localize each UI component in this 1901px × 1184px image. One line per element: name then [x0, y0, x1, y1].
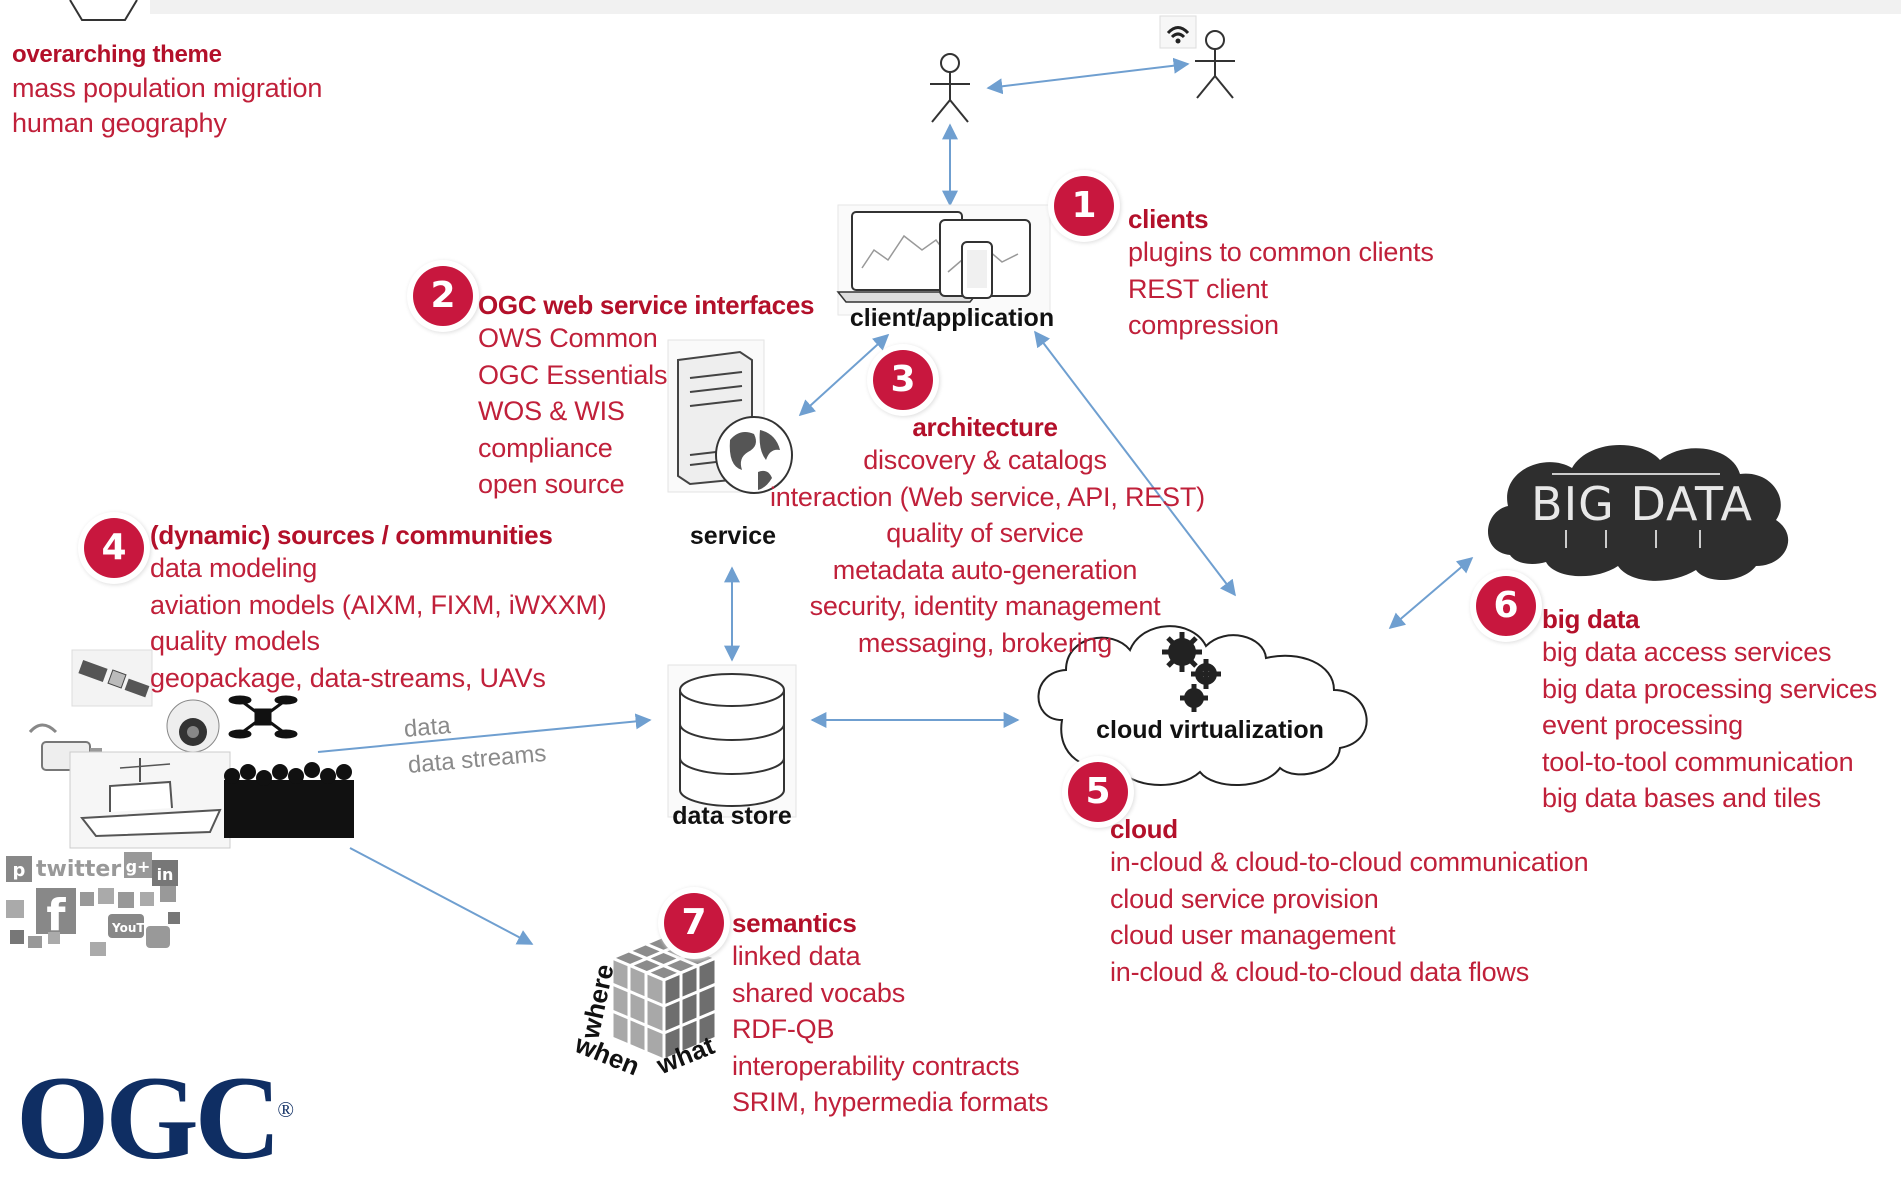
architecture-block: architecture discovery & catalogs intera… — [770, 412, 1205, 661]
arrow-client-cloud — [1034, 330, 1236, 597]
architecture-line: security, identity management — [809, 591, 1161, 621]
ogc-web-services-line: open source — [478, 469, 625, 499]
arrow-client-service — [798, 333, 890, 417]
service-label: service — [689, 522, 777, 550]
crowd-icon — [224, 762, 354, 838]
theme-title: overarching theme — [12, 41, 222, 68]
cloud-line: cloud service provision — [1110, 883, 1379, 914]
hexagon-icon — [69, 0, 138, 21]
cloud-gears-icon — [1037, 625, 1368, 787]
sources-line: data modeling — [150, 553, 318, 583]
ogc-web-services-block: OGC web service interfaces OWS Common OG… — [478, 290, 814, 503]
architecture-line: interaction (Web service, API, REST) — [770, 481, 1205, 512]
twitter-icon: twitter — [36, 857, 121, 882]
cloud-virtualization-label: cloud virtualization — [1096, 716, 1324, 744]
big-data-line: big data processing services — [1542, 673, 1878, 704]
semantics-line: SRIM, hypermedia formats — [732, 1087, 1049, 1117]
user-icon — [1195, 30, 1235, 99]
clients-line: compression — [1128, 310, 1279, 340]
cloud-line: in-cloud & cloud-to-cloud data flows — [1110, 956, 1530, 987]
clients-line: plugins to common clients — [1128, 237, 1434, 267]
big-data-cloud-label: BIG DATA — [1531, 477, 1753, 531]
wifi-icon — [1159, 15, 1197, 49]
big-data-title: big data — [1542, 604, 1640, 634]
server-globe-icon — [667, 339, 793, 494]
theme-line: mass population migration — [12, 73, 323, 103]
sources-line: geopackage, data-streams, UAVs — [150, 662, 546, 693]
big-data-line: big data access services — [1542, 637, 1832, 667]
google-plus-icon: g+ — [126, 857, 151, 876]
linkedin-icon: in — [157, 865, 174, 884]
diagram-canvas: BIG DATA — [6, 0, 1901, 1060]
satellite-icon — [71, 649, 153, 707]
semantics-line: interoperability contracts — [732, 1050, 1020, 1081]
semantics-title: semantics — [732, 908, 857, 938]
badge-5: 5 — [1068, 762, 1128, 822]
semantics-line: RDF-QB — [732, 1014, 835, 1044]
big-data-cloud-icon: BIG DATA — [1488, 445, 1789, 581]
data-store-label: data store — [672, 802, 792, 830]
ogc-web-services-line: OWS Common — [478, 323, 658, 353]
sources-line: aviation models (AIXM, FIXM, iWXXM) — [150, 589, 607, 620]
registered-mark: ® — [277, 1097, 295, 1122]
big-data-block: big data big data access services big da… — [1542, 604, 1877, 817]
drone-icon — [228, 695, 298, 739]
ogc-logo: OGC® — [16, 1058, 295, 1178]
big-data-line: tool-to-tool communication — [1542, 746, 1854, 777]
badge-1: 1 — [1054, 176, 1114, 236]
data-flow-label: data — [402, 711, 452, 743]
badge-6: 6 — [1476, 576, 1536, 636]
arrow-sources-semantics — [349, 847, 534, 945]
social-media-icon: p twitter g+ in f YouTube — [6, 852, 180, 956]
ogc-web-services-title: OGC web service interfaces — [478, 290, 815, 320]
client-application-label: client/application — [849, 304, 1055, 332]
big-data-line: event processing — [1542, 710, 1743, 740]
architecture-line: messaging, brokering — [857, 627, 1113, 658]
database-icon — [667, 664, 797, 818]
arrow-sources-datastore — [317, 713, 652, 753]
theme-block: overarching theme mass population migrat… — [12, 40, 322, 141]
sources-title: (dynamic) sources / communities — [150, 520, 553, 550]
ogc-logo-text: OGC — [16, 1051, 281, 1184]
semantics-line: shared vocabs — [732, 977, 906, 1008]
theme-line: human geography — [12, 107, 227, 138]
architecture-line: quality of service — [886, 518, 1084, 548]
pinterest-icon: p — [13, 860, 26, 881]
cloud-line: in-cloud & cloud-to-cloud communication — [1110, 847, 1589, 877]
architecture-line: metadata auto-generation — [832, 554, 1138, 585]
user-icon — [930, 53, 970, 123]
badge-2: 2 — [413, 266, 473, 326]
cloud-line: cloud user management — [1110, 920, 1396, 950]
sources-block: (dynamic) sources / communities data mod… — [150, 520, 607, 696]
cloud-title: cloud — [1110, 814, 1178, 844]
camera-icon — [166, 699, 220, 753]
semantics-block: semantics linked data shared vocabs RDF-… — [732, 908, 1049, 1121]
architecture-title: architecture — [912, 412, 1058, 442]
ogc-web-services-line: OGC Essentials — [478, 359, 668, 390]
sources-line: quality models — [150, 626, 320, 656]
big-data-line: big data bases and tiles — [1542, 783, 1821, 813]
faded-header-strip — [150, 0, 1901, 14]
connector-arrows — [317, 57, 1474, 945]
clients-title: clients — [1128, 204, 1209, 234]
ship-icon — [69, 751, 231, 849]
clients-block: clients plugins to common clients REST c… — [1128, 204, 1434, 344]
cloud-block: cloud in-cloud & cloud-to-cloud communic… — [1110, 814, 1589, 990]
badge-4: 4 — [84, 518, 144, 578]
badge-3: 3 — [873, 350, 933, 410]
clients-line: REST client — [1128, 273, 1268, 304]
ogc-web-services-line: compliance — [478, 432, 613, 463]
facebook-icon: f — [46, 890, 66, 941]
ogc-web-services-line: WOS & WIS — [478, 396, 625, 426]
arrow-user-user — [986, 57, 1190, 95]
badge-7: 7 — [664, 893, 724, 953]
architecture-line: discovery & catalogs — [863, 445, 1107, 475]
semantics-line: linked data — [732, 941, 861, 971]
laptop-tablet-phone-icon — [836, 204, 1051, 316]
arrow-cloud-bigdata — [1388, 556, 1474, 630]
